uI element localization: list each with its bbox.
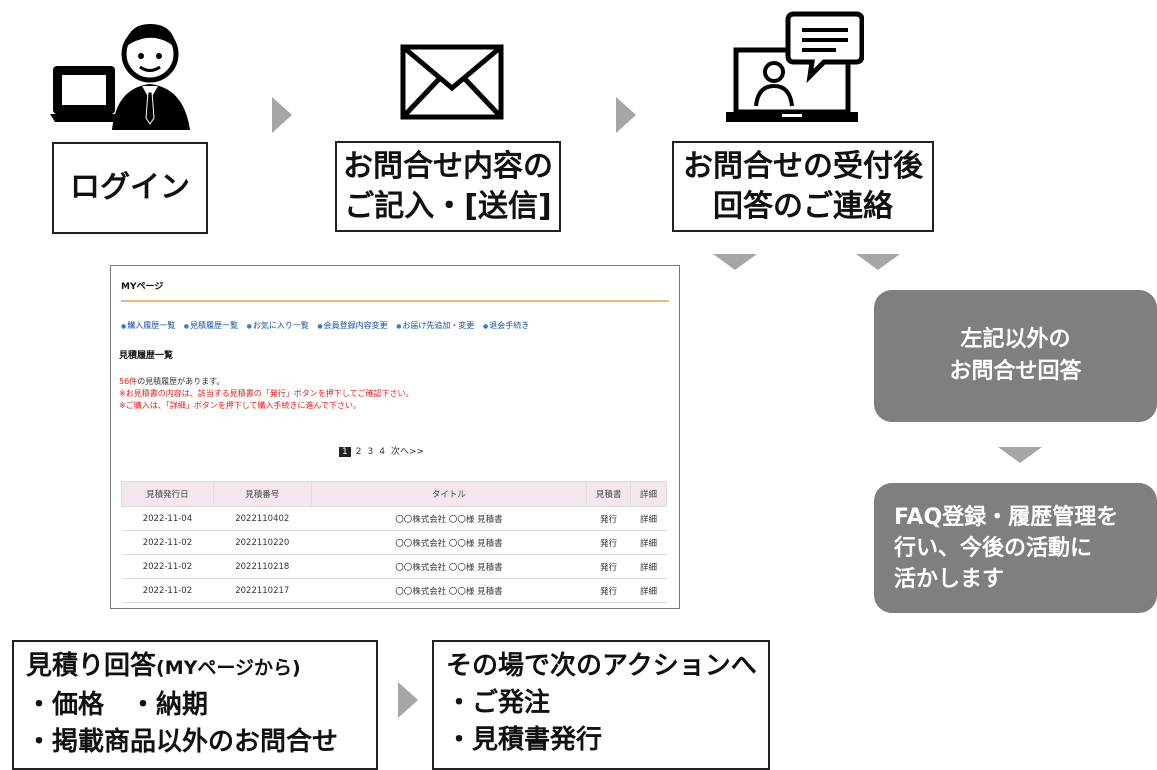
quote-item-2: ・掲載商品以外のお問合せ	[26, 727, 339, 757]
cell-date: 2022-11-04	[121, 506, 214, 531]
nav-withdraw[interactable]: 退会手続き	[483, 321, 529, 330]
table-row: 2022-11-02 2022110217 〇〇株式会社 〇〇様 見積書 発行 …	[121, 578, 667, 603]
flow-arrow-2	[616, 97, 636, 133]
video-chat-icon	[726, 11, 864, 122]
cell-title: 〇〇株式会社 〇〇様 見積書	[311, 506, 587, 531]
page-3[interactable]: 3	[367, 447, 374, 457]
login-label: ログイン	[70, 170, 190, 205]
quote-note-2: ※ご購入は、「詳細」ボタンを押下して購入手続きに進んで下さい。	[119, 401, 362, 410]
nav-purchase-history[interactable]: 購入履歴一覧	[121, 321, 175, 330]
col-quote-number: 見積番号	[212, 481, 312, 507]
issue-link[interactable]: 発行	[586, 506, 631, 531]
table-row: 2022-11-02 2022110218 〇〇株式会社 〇〇様 見積書 発行 …	[121, 554, 667, 579]
detail-link[interactable]: 詳細	[630, 530, 667, 555]
nav-member-edit[interactable]: 会員登録内容変更	[317, 321, 387, 330]
flow-arrow-1	[272, 97, 292, 133]
other-line1: 左記以外の	[960, 327, 1071, 352]
quote-answer-box: 見積り回答(MYページから) ・価格 ・納期 ・掲載商品以外のお問合せ	[12, 640, 378, 770]
down-arrow-left	[713, 254, 757, 270]
faq-line2: 行い、今後の活動に	[894, 535, 1093, 561]
receipt-line1: お問合せの受付後	[683, 148, 923, 184]
detail-link[interactable]: 詳細	[630, 554, 667, 579]
quote-history-heading: 見積履歴一覧	[119, 351, 174, 361]
issue-link[interactable]: 発行	[586, 530, 631, 555]
quote-title-small: (MYページから)	[156, 657, 301, 679]
quote-title: 見積り回答	[26, 651, 157, 681]
page-next[interactable]: 次へ>>	[390, 447, 425, 457]
col-title: タイトル	[310, 481, 588, 507]
action-title: その場で次のアクションへ	[446, 651, 757, 681]
quote-count-suffix: の見積履歴があります。	[137, 377, 225, 386]
envelope-icon	[400, 44, 504, 120]
faq-line1: FAQ登録・履歴管理を	[894, 504, 1119, 530]
page-2[interactable]: 2	[355, 447, 362, 457]
down-arrow-right	[856, 254, 900, 270]
inquiry-step: お問合せ内容の ご記入・[送信]	[335, 141, 561, 232]
cell-title: 〇〇株式会社 〇〇様 見積書	[311, 578, 587, 603]
page-4[interactable]: 4	[379, 447, 385, 457]
col-issue-date: 見積発行日	[121, 481, 214, 507]
quote-count: 56件	[119, 377, 138, 386]
table-row: 2022-11-02 2022110220 〇〇株式会社 〇〇様 見積書 発行 …	[121, 530, 667, 555]
other-inquiry-box: 左記以外の お問合せ回答	[874, 290, 1157, 422]
quote-history-table: 見積発行日 見積番号 タイトル 見積書 詳細 2022-11-04 202211…	[121, 481, 667, 603]
col-quote-doc: 見積書	[586, 481, 632, 507]
receipt-line2: 回答のご連絡	[713, 188, 893, 224]
nav-delivery-address[interactable]: お届け先追加・変更	[396, 321, 474, 330]
cell-date: 2022-11-02	[121, 578, 214, 603]
login-step: ログイン	[52, 142, 208, 234]
cell-number: 2022110220	[213, 530, 312, 555]
table-row: 2022-11-04 2022110402 〇〇株式会社 〇〇様 見積書 発行 …	[121, 506, 667, 531]
issue-link[interactable]: 発行	[586, 554, 631, 579]
col-detail: 詳細	[630, 481, 667, 507]
page-current[interactable]: 1	[339, 447, 351, 457]
quote-item-1: ・価格 ・納期	[26, 690, 209, 720]
action-item-2: ・見積書発行	[446, 725, 603, 755]
inquiry-line1: お問合せ内容の	[343, 148, 553, 184]
mypage-screenshot: MYページ 購入履歴一覧 見積履歴一覧 お気に入り一覧 会員登録内容変更 お届け…	[110, 265, 680, 609]
nav-quote-history[interactable]: 見積履歴一覧	[184, 321, 238, 330]
issue-link[interactable]: 発行	[586, 578, 631, 603]
flow-arrow-3	[398, 682, 418, 718]
mypage-divider	[121, 300, 669, 302]
faq-line3: 活かします	[894, 566, 1005, 592]
nav-favorites[interactable]: お気に入り一覧	[247, 321, 309, 330]
cell-number: 2022110218	[213, 554, 312, 579]
down-arrow-faq	[998, 447, 1042, 463]
quote-note-1: ※お見積書の内容は、該当する見積書の「発行」ボタンを押下してご確認下さい。	[119, 389, 414, 398]
next-action-box: その場で次のアクションへ ・ご発注 ・見積書発行	[432, 640, 770, 770]
faq-box: FAQ登録・履歴管理を 行い、今後の活動に 活かします	[874, 483, 1157, 613]
cell-title: 〇〇株式会社 〇〇様 見積書	[311, 530, 587, 555]
table-header-row: 見積発行日 見積番号 タイトル 見積書 詳細	[121, 481, 667, 507]
quote-title-row: 見積り回答(MYページから)	[26, 648, 376, 687]
detail-link[interactable]: 詳細	[630, 506, 667, 531]
action-item-1: ・ご発注	[446, 688, 551, 718]
cell-title: 〇〇株式会社 〇〇様 見積書	[311, 554, 587, 579]
cell-date: 2022-11-02	[121, 554, 214, 579]
detail-link[interactable]: 詳細	[630, 578, 667, 603]
person-laptop-icon	[50, 24, 190, 130]
mypage-nav: 購入履歴一覧 見積履歴一覧 お気に入り一覧 会員登録内容変更 お届け先追加・変更…	[121, 320, 535, 331]
cell-number: 2022110402	[213, 506, 312, 531]
cell-date: 2022-11-02	[121, 530, 214, 555]
receipt-step: お問合せの受付後 回答のご連絡	[672, 141, 934, 232]
cell-number: 2022110217	[213, 578, 312, 603]
other-line2: お問合せ回答	[949, 359, 1082, 384]
inquiry-line2: ご記入・[送信]	[344, 188, 552, 224]
mypage-title: MYページ	[121, 282, 164, 292]
quote-count-text: 56件の見積履歴があります。	[119, 376, 224, 387]
